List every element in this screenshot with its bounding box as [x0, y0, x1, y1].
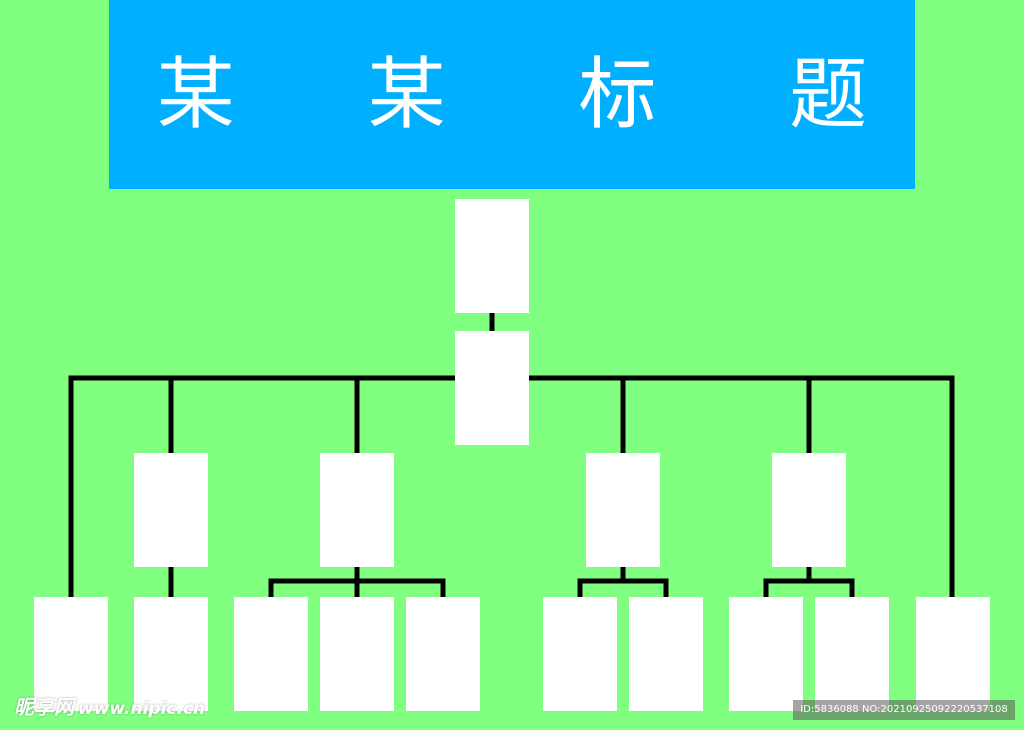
- org-node-leaf-4b: [815, 597, 889, 711]
- org-node-leaf-4a: [729, 597, 803, 711]
- connector-branch-2-bus: [268, 578, 446, 600]
- org-node-branch-2: [320, 453, 394, 567]
- org-node-leaf-2c: [406, 597, 480, 711]
- org-node-top: [455, 199, 529, 313]
- connector-branch-4-bus: [763, 578, 855, 600]
- connector-branch-3-bus: [577, 578, 669, 600]
- title-banner: 某 某 标 题: [109, 0, 915, 189]
- org-node-branch-3: [586, 453, 660, 567]
- page-title: 某 某 标 题: [156, 49, 922, 140]
- org-node-leaf-2b: [320, 597, 394, 711]
- org-node-leaf-far-right: [916, 597, 990, 711]
- watermark-brand: 昵享网: [14, 695, 74, 719]
- watermark-site: www.nipic.cn: [78, 699, 206, 719]
- org-node-leaf-far-left: [34, 597, 108, 711]
- watermark-id: ID:5836088 NO:20210925092220537108: [793, 700, 1015, 720]
- org-node-leaf-1a: [134, 597, 208, 711]
- org-node-leaf-3a: [543, 597, 617, 711]
- org-node-branch-1: [134, 453, 208, 567]
- org-node-leaf-3b: [629, 597, 703, 711]
- org-node-leaf-2a: [234, 597, 308, 711]
- org-node-head: [455, 331, 529, 445]
- org-node-branch-4: [772, 453, 846, 567]
